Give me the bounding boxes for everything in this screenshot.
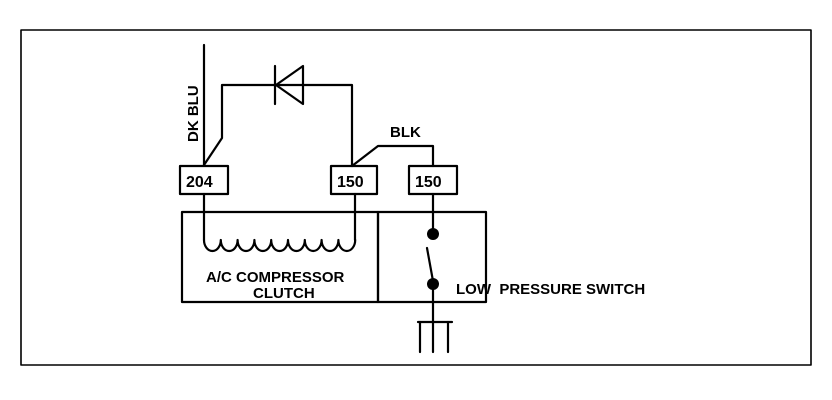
diode-icon xyxy=(273,64,305,106)
switch-label: LOW PRESSURE SWITCH xyxy=(456,281,645,298)
terminal-150-switch-label: 150 xyxy=(415,174,442,191)
dk-blu-label: DK BLU xyxy=(185,85,202,142)
diagram-border xyxy=(20,29,812,366)
switch-contact-icon xyxy=(425,192,439,324)
coil-icon xyxy=(202,192,357,253)
diode-loop-wire xyxy=(202,83,354,167)
ground-icon xyxy=(416,320,454,354)
terminal-204-label: 204 xyxy=(186,174,213,191)
terminal-150-clutch-label: 150 xyxy=(337,174,364,191)
blk-jumper-wire xyxy=(350,144,435,168)
clutch-label-line1: A/C COMPRESSOR xyxy=(206,269,345,286)
clutch-label-line2: CLUTCH xyxy=(253,285,315,302)
blk-label: BLK xyxy=(390,124,421,141)
